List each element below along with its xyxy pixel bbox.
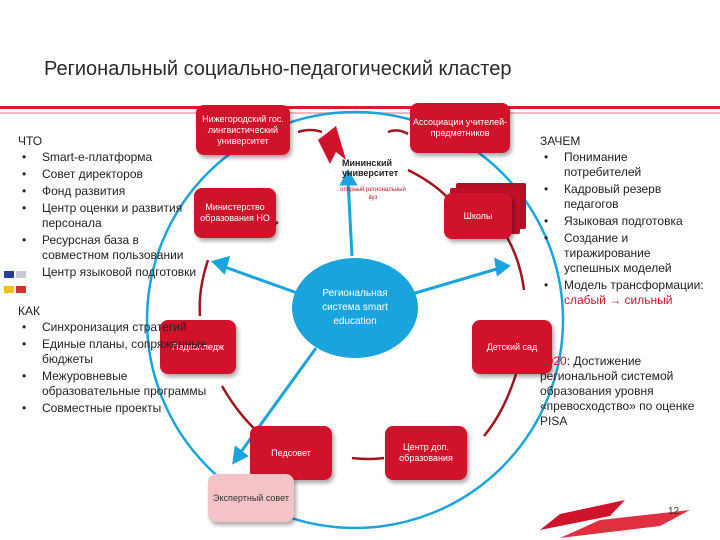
what-item-language: Центр языковой подготовки (4, 265, 208, 293)
arc-4 (502, 231, 526, 291)
why-item: Кадровый резерв педагогов (540, 182, 705, 212)
arrow-left (221, 264, 301, 296)
arc-7 (220, 385, 259, 433)
arrowhead-up (339, 168, 358, 186)
node-center-dop: Центр доп. образования (385, 426, 467, 480)
why-heading: ЗАЧЕМ (540, 134, 581, 148)
node-kindergarten: Детский сад (472, 320, 552, 374)
arc-2 (387, 129, 409, 136)
node-schools: Школы (444, 193, 512, 239)
node-university-label: Нижегородский гос. лингвистический униве… (202, 113, 284, 146)
why-list: Понимание потребителей Кадровый резерв п… (540, 150, 705, 308)
what-item-language-label: Центр языковой подготовки (42, 265, 197, 279)
right-column: ЗАЧЕМ Понимание потребителей Кадровый ре… (540, 134, 705, 429)
node-university: Нижегородский гос. лингвистический униве… (196, 105, 290, 155)
what-item: Smart-e-платформа (18, 150, 208, 165)
arrow-up (346, 179, 354, 257)
why-item-model: Модель трансформации:слабый → сильный (540, 278, 705, 308)
node-pedsovet-label: Педсовет (271, 447, 311, 458)
node-associations-label: Ассоциации учителей-предметников (412, 117, 508, 138)
how-heading: КАК (18, 304, 40, 318)
why-item: Языковая подготовка (540, 214, 705, 229)
logo-subtitle: опорный региональный вуз (340, 187, 406, 201)
node-expert-label: Экспертный совет (213, 492, 289, 503)
what-item: Фонд развития (18, 184, 208, 199)
node-expert: Экспертный совет (208, 474, 294, 522)
how-list: Синхронизация стратегий Единые планы, со… (18, 320, 208, 416)
arc-6 (351, 456, 385, 461)
node-pedsovet: Педсовет (250, 426, 332, 480)
logo-mark (318, 126, 346, 164)
arrowhead-right (494, 257, 511, 277)
goal-year: 2020 (540, 354, 567, 368)
footer-stripe-1 (540, 500, 625, 530)
what-list: Smart-e-платформа Совет директоров Фонд … (4, 150, 208, 293)
logo-name: Мининский университет (342, 158, 399, 178)
page-number: 12 (668, 506, 680, 517)
what-item: Ресурсная база в совместном пользовании (18, 233, 208, 263)
arrowhead-left (211, 255, 231, 275)
why-item: Создание и тиражирование успешных моделе… (540, 231, 705, 276)
arc-5 (483, 373, 518, 437)
arc-1 (297, 128, 323, 134)
transform-text: слабый → сильный (564, 293, 673, 307)
flags-icon (4, 267, 34, 297)
title-underline (0, 106, 720, 109)
what-item: Совет директоров (18, 167, 208, 182)
what-item: Центр оценки и развития персонала (18, 201, 208, 231)
why-item: Понимание потребителей (540, 150, 705, 180)
arc-3 (407, 168, 447, 197)
how-item: Совместные проекты (18, 401, 208, 416)
goal-text-block: 2020: Достижение региональной системой о… (540, 354, 705, 429)
goal-text: : Достижение региональной системой образ… (540, 354, 695, 428)
how-item: Синхронизация стратегий (18, 320, 208, 335)
node-kindergarten-label: Детский сад (486, 341, 538, 352)
node-ministry-label: Министерство образования НО (200, 202, 270, 223)
node-schools-label: Школы (463, 210, 493, 221)
center-circle: Региональная система smart education (292, 258, 418, 358)
arrow-right (411, 266, 501, 296)
arc-8 (198, 259, 210, 317)
left-column: ЧТО Smart-e-платформа Совет директоров Ф… (4, 134, 208, 418)
center-label: Региональная система smart education (322, 288, 388, 327)
node-center-dop-label: Центр доп. образования (399, 442, 453, 463)
arrowhead-down-left (232, 445, 249, 465)
node-associations: Ассоциации учителей-предметников (410, 103, 510, 153)
what-heading: ЧТО (18, 134, 43, 148)
footer-stripe-2 (560, 510, 690, 538)
how-item: Единые планы, сопряженные бюджеты (18, 337, 208, 367)
how-item: Межуровневые образовательные программы (18, 369, 208, 399)
page-title: Региональный социально-педагогический кл… (44, 58, 512, 80)
why-item-model-label: Модель трансформации: (564, 278, 704, 292)
